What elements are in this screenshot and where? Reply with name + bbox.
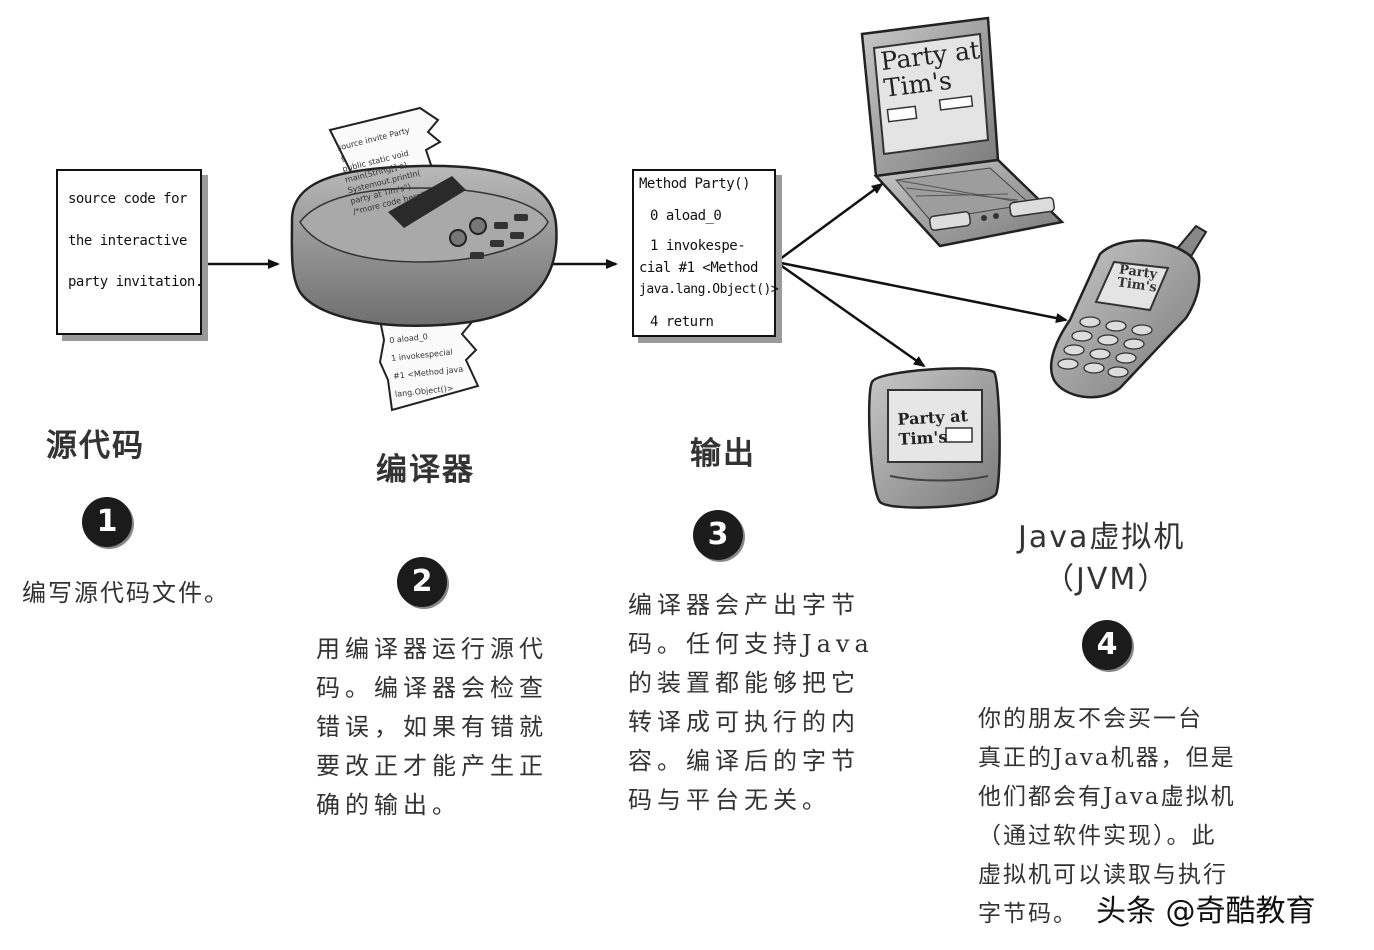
arrow-output-to-laptop [775, 182, 884, 264]
pda-screen-line: Tim's [898, 427, 948, 449]
source-code-line: party invitation. [68, 274, 203, 290]
pda-screen-text: Party at Tim's [897, 406, 969, 450]
step4-badge: 4 [1082, 620, 1132, 670]
bytecode-box: Method Party() 0 aload_0 1 invokespe- ci… [632, 169, 779, 337]
step3-desc: 编译器会产出字节 码。任何支持Java 的装置都能够把它 转译成可执行的内 容。… [628, 586, 874, 820]
bytecode-line: 4 return [650, 314, 714, 330]
step4-title: Java虚拟机 [1018, 520, 1186, 555]
phone-screen-text: Party Tim's [1116, 262, 1159, 295]
pda-screen-line: Party at [897, 406, 969, 429]
step1-desc-line: 编写源代码文件。 [22, 579, 230, 607]
step2-desc-line: 错误，如果有错就 [316, 713, 548, 741]
step4-subtitle: （JVM） [1044, 562, 1170, 597]
step4-desc: 你的朋友不会买一台 真正的Java机器，但是 他们都会有Java虚拟机 （通过软… [978, 700, 1236, 934]
step4-desc-line: 字节码。 [978, 901, 1078, 927]
step4-desc-line: （通过软件实现）。此 [978, 823, 1217, 849]
step2-desc-line: 码。编译器会检查 [316, 674, 548, 702]
step2-title: 编译器 [376, 452, 475, 488]
step3-desc-line: 容。编译后的字节 [628, 747, 860, 775]
step3-desc-line: 码。任何支持Java [628, 630, 874, 658]
bytecode-line: 0 aload_0 [650, 208, 722, 224]
step4-desc-line: 虚拟机可以读取与执行 [978, 862, 1228, 888]
step3-desc-line: 转译成可执行的内 [628, 708, 860, 736]
bytecode-line: 1 invokespe- [650, 238, 746, 254]
laptop-icon [860, 16, 1065, 248]
source-code-box: source code for the interactive party in… [56, 169, 203, 335]
step3-title: 输出 [690, 436, 756, 472]
paper-out-text: 0 aload_0 1 invokespecial #1 <Method jav… [388, 324, 471, 404]
step3-desc-line: 码与平台无关。 [628, 786, 831, 814]
step2-desc-line: 要改正才能产生正 [316, 752, 548, 780]
step3-desc-line: 编译器会产出字节 [628, 591, 860, 619]
arrow-output-to-phone [775, 260, 1068, 323]
bytecode-line: Method Party() [639, 176, 751, 192]
pda-icon [867, 367, 1001, 509]
compiler-printer-icon [290, 106, 558, 412]
step1-title: 源代码 [46, 428, 145, 464]
step4-desc-line: 他们都会有Java虚拟机 [978, 784, 1236, 810]
step2-desc-line: 确的输出。 [316, 791, 461, 819]
step1-desc: 编写源代码文件。 [22, 574, 230, 613]
arrow-output-to-pda [775, 260, 926, 368]
step2-desc: 用编译器运行源代 码。编译器会检查 错误，如果有错就 要改正才能产生正 确的输出… [316, 630, 548, 825]
bytecode-line: java.lang.Object()> [639, 282, 779, 297]
step2-badge: 2 [397, 557, 447, 607]
cellphone-icon [1049, 224, 1208, 399]
bytecode-line: cial #1 <Method [639, 260, 758, 276]
watermark: 头条 @奇酷教育 [1096, 894, 1316, 929]
step3-desc-line: 的装置都能够把它 [628, 669, 860, 697]
step4-desc-line: 你的朋友不会买一台 [978, 706, 1203, 732]
step1-badge: 1 [82, 497, 132, 547]
source-code-line: source code for [68, 191, 187, 207]
step4-desc-line: 真正的Java机器，但是 [978, 745, 1236, 771]
source-code-line: the interactive [68, 233, 187, 249]
step3-badge: 3 [693, 510, 743, 560]
step2-desc-line: 用编译器运行源代 [316, 635, 548, 663]
